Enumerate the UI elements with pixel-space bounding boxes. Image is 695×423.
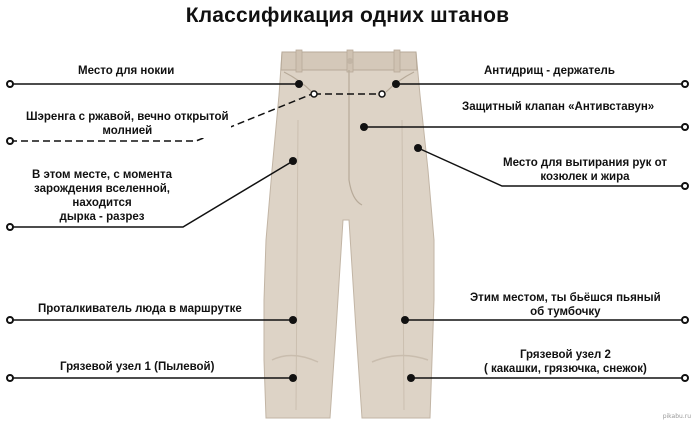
label-drunk-hit: Этим местом, ты бьёшся пьяный об тумбочк…	[468, 291, 663, 319]
crease-left	[295, 119, 299, 411]
pointer-line-zipper	[10, 93, 313, 142]
belt-loop-left	[295, 49, 303, 73]
belt-loop-right	[393, 49, 401, 73]
dot-pants-hole	[289, 157, 297, 165]
label-phone-pocket: Место для нокии	[76, 64, 177, 78]
dot-pants-dirt1	[289, 374, 297, 382]
diagram-title: Классификация одних штанов	[185, 4, 510, 27]
label-dirt-knot-1: Грязевой узел 1 (Пылевой)	[58, 360, 217, 374]
pointer-line-hand-wipe	[417, 147, 685, 187]
fold-shadow-right	[371, 354, 429, 363]
pants-illustration	[263, 49, 435, 419]
watermark: pikabu.ru	[662, 413, 691, 420]
dot-zipper-right	[378, 90, 386, 98]
fold-shadow-left	[271, 354, 319, 363]
fly-seam	[348, 70, 363, 206]
dot-outer-dirt2	[681, 374, 689, 382]
label-anti-sweat-holder: Антидрищ - держатель	[482, 64, 617, 78]
dot-pants-hand-wipe	[414, 144, 422, 152]
dot-outer-crowd	[6, 316, 14, 324]
dot-outer-dirt1	[6, 374, 14, 382]
label-dirt-knot-2: Грязевой узел 2 ( какашки, грязючка, сне…	[482, 348, 649, 376]
pants-body	[263, 51, 435, 419]
dot-outer-anti-flap	[681, 123, 689, 131]
pocket-right	[385, 71, 415, 93]
dot-pants-dirt2	[407, 374, 415, 382]
dot-outer-zipper	[6, 137, 14, 145]
dot-pants-phone	[295, 80, 303, 88]
label-anti-flap: Защитный клапан «Антивставун»	[460, 100, 657, 114]
crease-right	[401, 119, 405, 411]
dot-outer-hole	[6, 223, 14, 231]
dot-zipper-left	[310, 90, 318, 98]
dot-pants-drunk	[401, 316, 409, 324]
label-hand-wipe: Место для вытирания рук от козюлек и жир…	[501, 156, 669, 184]
dot-outer-hand-wipe	[681, 182, 689, 190]
label-crowd-pusher: Проталкиватель люда в маршрутке	[36, 302, 244, 316]
dot-outer-drunk	[681, 316, 689, 324]
dot-outer-phone	[6, 80, 14, 88]
dot-outer-anti-sweat	[681, 80, 689, 88]
pointer-line-hole	[10, 160, 294, 228]
dot-pants-anti-sweat	[392, 80, 400, 88]
dot-pants-crowd	[289, 316, 297, 324]
dot-pants-anti-flap	[360, 123, 368, 131]
label-hole: В этом месте, с момента зарождения вселе…	[30, 168, 175, 224]
waist-button	[347, 58, 353, 64]
label-zipper: Шэренга с ржавой, вечно открытой молнией	[24, 110, 231, 138]
